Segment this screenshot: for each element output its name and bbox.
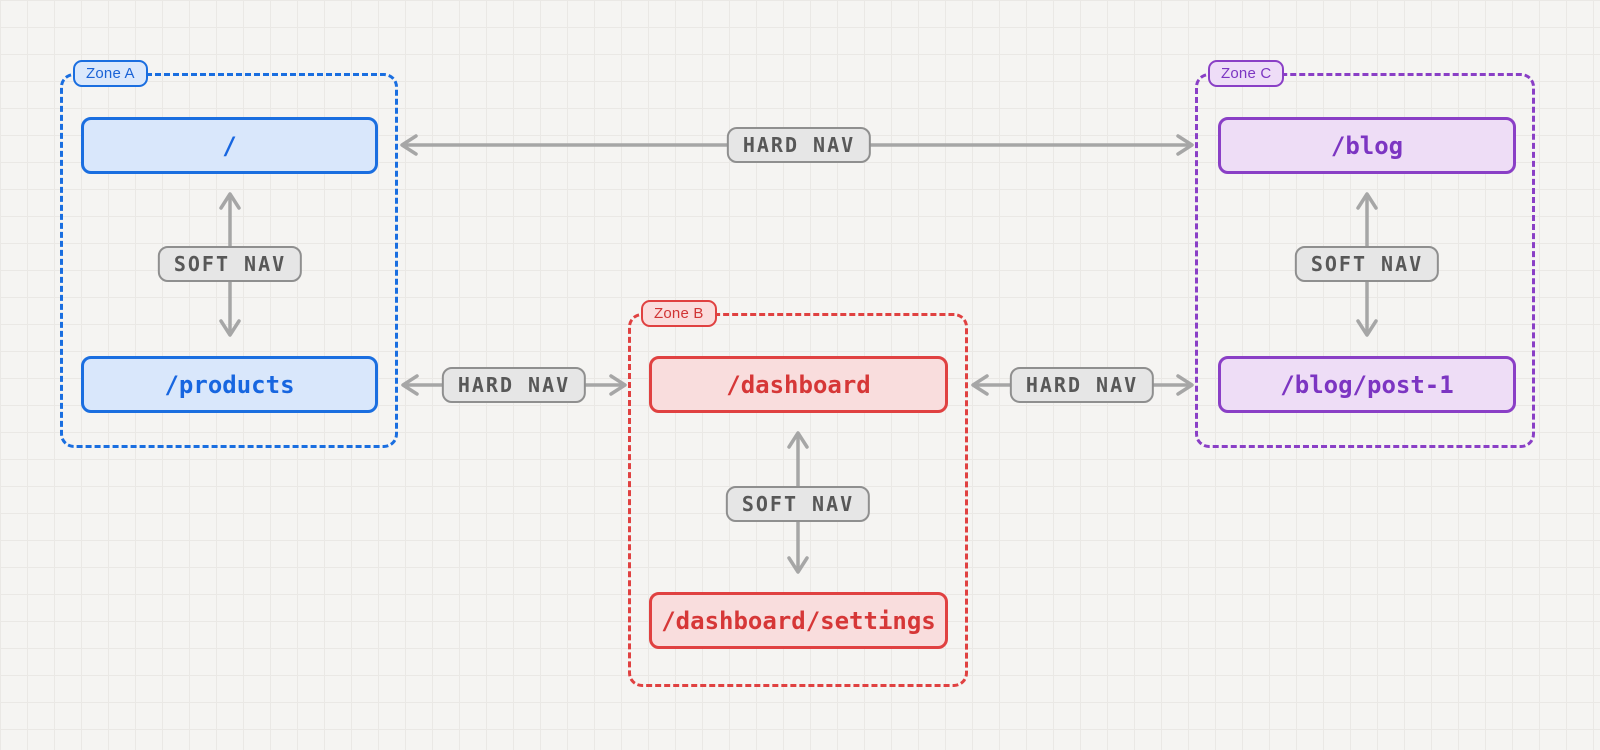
node-blog-post-1: /blog/post-1 — [1218, 356, 1516, 413]
edge-label-soft-nav-zone-a: SOFT NAV — [157, 246, 303, 282]
edge-label-soft-nav-zone-c: SOFT NAV — [1294, 246, 1440, 282]
edge-label-hard-nav-top: HARD NAV — [726, 127, 872, 163]
zone-a-label: Zone A — [73, 60, 148, 87]
edge-label-hard-nav-right: HARD NAV — [1009, 367, 1155, 403]
zone-c-label: Zone C — [1208, 60, 1285, 87]
zone-b-boundary — [628, 313, 968, 687]
zone-b-label: Zone B — [641, 300, 717, 327]
node-dashboard-settings: /dashboard/settings — [649, 592, 948, 649]
zone-a-boundary — [60, 73, 398, 448]
node-root: / — [81, 117, 378, 174]
node-dashboard: /dashboard — [649, 356, 948, 413]
zone-c-boundary — [1195, 73, 1535, 448]
edge-label-hard-nav-left: HARD NAV — [441, 367, 587, 403]
node-blog: /blog — [1218, 117, 1516, 174]
edge-label-soft-nav-zone-b: SOFT NAV — [725, 486, 871, 522]
node-products: /products — [81, 356, 378, 413]
